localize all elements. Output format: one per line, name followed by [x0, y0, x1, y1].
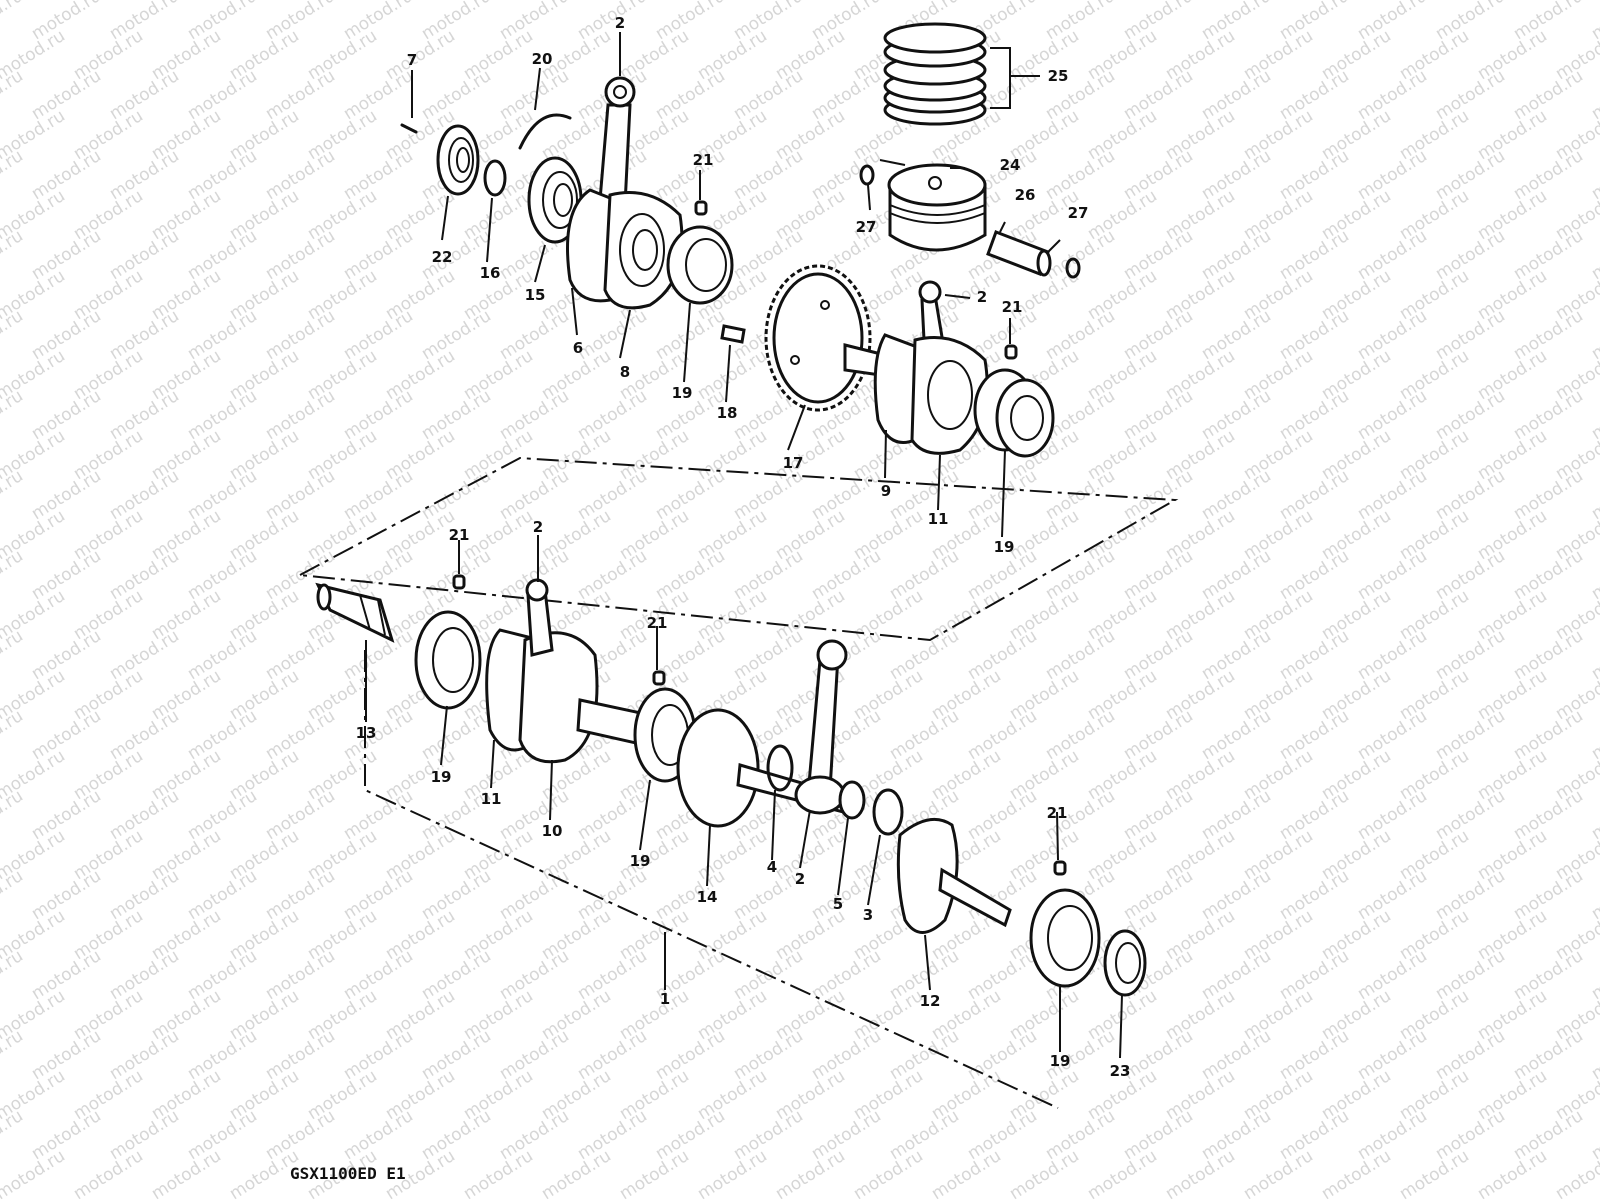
- callout-27: 27: [1068, 204, 1089, 222]
- crankshaft-main-drawing: [315, 574, 1147, 997]
- callout-13: 13: [356, 724, 377, 742]
- callout-19: 19: [672, 384, 693, 402]
- callout-17: 17: [783, 454, 804, 472]
- callout-4: 4: [767, 858, 777, 876]
- callout-labels: 7 20 2 25 22 16 15 21 24 27 26 27 6 8 19…: [356, 14, 1131, 1080]
- callout-19: 19: [630, 852, 651, 870]
- callout-10: 10: [542, 822, 563, 840]
- primary-gear-17-drawing: [764, 264, 887, 412]
- assembly-outline-upper: [296, 456, 1179, 642]
- callout-1: 1: [660, 990, 670, 1008]
- callout-8: 8: [620, 363, 630, 381]
- callout-14: 14: [697, 888, 718, 906]
- bearing-19-upper-right-drawing: [973, 368, 1055, 458]
- callout-19: 19: [1050, 1052, 1071, 1070]
- callout-16: 16: [480, 264, 501, 282]
- crank-web-9-11-drawing: [873, 333, 989, 455]
- bolt-18: [720, 324, 746, 344]
- callout-24: 24: [1000, 156, 1021, 174]
- callout-23: 23: [1110, 1062, 1131, 1080]
- callout-2: 2: [795, 870, 805, 888]
- dowel-21-top-left: [694, 200, 708, 216]
- dowel-pin-7: [400, 123, 418, 134]
- con-rod-top-drawing: [598, 76, 636, 207]
- piston-rings-drawing: [883, 22, 1040, 126]
- callout-5: 5: [833, 895, 843, 913]
- callout-22: 22: [432, 248, 453, 266]
- oil-seal-22-drawing: [436, 124, 480, 196]
- callout-27: 27: [856, 218, 877, 236]
- callout-21: 21: [647, 614, 668, 632]
- dowel-21-upper-right: [1004, 344, 1018, 360]
- callout-11: 11: [481, 790, 502, 808]
- piston-pin-circlip-right: [1065, 257, 1081, 279]
- callout-19: 19: [994, 538, 1015, 556]
- piston-drawing: [887, 163, 987, 252]
- callout-26: 26: [1015, 186, 1036, 204]
- callout-15: 15: [525, 286, 546, 304]
- piston-pin-drawing: [986, 221, 1061, 277]
- callout-2: 2: [977, 288, 987, 306]
- callout-25: 25: [1048, 67, 1069, 85]
- callout-18: 18: [717, 404, 738, 422]
- piston-pin-circlip-left: [859, 164, 875, 186]
- callout-21: 21: [693, 151, 714, 169]
- bearing-19-top-drawing: [666, 225, 734, 305]
- crank-web-6-8-drawing: [566, 188, 684, 310]
- snap-ring-16: [483, 159, 507, 197]
- callout-12: 12: [920, 992, 941, 1010]
- callout-21: 21: [1047, 804, 1068, 822]
- model-code-label: GSX1100ED E1: [290, 1164, 406, 1183]
- key-20: [518, 113, 572, 150]
- callout-9: 9: [881, 482, 891, 500]
- leader-lines: [365, 32, 1123, 1059]
- callout-7: 7: [407, 51, 417, 69]
- callout-20: 20: [532, 50, 553, 68]
- callout-11: 11: [928, 510, 949, 528]
- callout-2: 2: [615, 14, 625, 32]
- callout-6: 6: [573, 339, 583, 357]
- callout-3: 3: [863, 906, 873, 924]
- callout-21: 21: [449, 526, 470, 544]
- callout-2: 2: [533, 518, 543, 536]
- callout-21: 21: [1002, 298, 1023, 316]
- callout-19: 19: [431, 768, 452, 786]
